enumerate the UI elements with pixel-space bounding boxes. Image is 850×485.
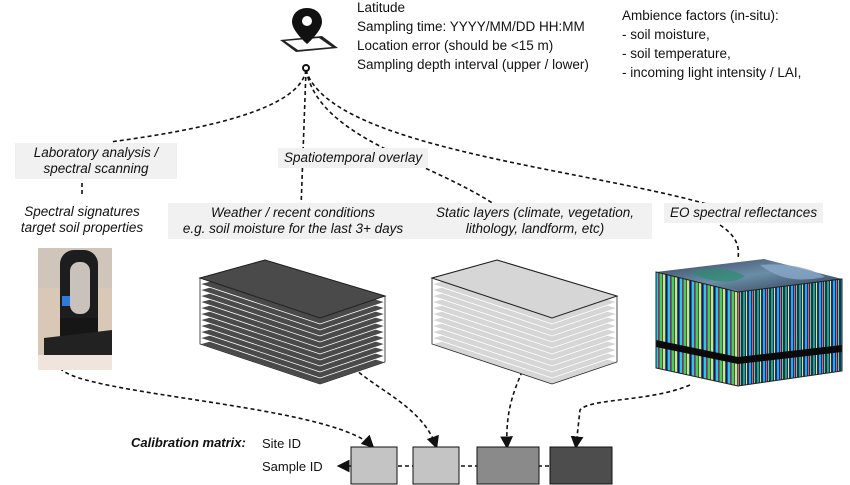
static-line2: lithology, landform, etc) <box>465 221 605 236</box>
info-location-error: Location error (should be <15 m) <box>357 38 554 53</box>
spectral-line2: target soil properties <box>20 220 144 235</box>
weather-line2: e.g. soil moisture for the last 3+ days <box>182 221 404 236</box>
lab-instrument-photo <box>38 248 112 370</box>
raster-stack-outline <box>431 259 618 385</box>
calibration-title: Calibration matrix: <box>131 435 246 450</box>
calibration-column-box <box>350 446 398 485</box>
location-pin-phone-icon <box>280 8 338 72</box>
weather-label: Weather / recent conditions e.g. soil mo… <box>168 203 418 239</box>
calibration-column-box <box>412 446 460 485</box>
eo-text: EO spectral reflectances <box>670 205 818 220</box>
calibration-matrix <box>350 446 613 485</box>
info-latitude: Latitude <box>357 0 406 15</box>
dark-raster-stack <box>198 259 387 385</box>
lab-analysis-label: Laboratory analysis / spectral scanning <box>15 143 177 179</box>
static-line1: Static layers (climate, vegetation, <box>435 205 635 220</box>
site-id-label: Site ID <box>262 436 302 451</box>
eo-label: EO spectral reflectances <box>664 203 824 223</box>
calibration-column-box <box>549 446 613 485</box>
spectral-line1: Spectral signatures <box>24 204 140 219</box>
weather-line1: Weather / recent conditions <box>210 205 376 220</box>
ambience-title: Ambience factors (in-situ): <box>622 8 779 23</box>
ambience-item: - incoming light intensity / LAI, <box>622 65 802 80</box>
lab-analysis-line1: Laboratory analysis / <box>33 145 159 160</box>
sampling-info: Latitude Sampling time: YYYY/MM/DD HH:MM… <box>357 0 589 74</box>
light-raster-stack <box>430 259 619 385</box>
ambience-item: - soil moisture, <box>622 27 710 42</box>
info-sampling-depth: Sampling depth interval (upper / lower) <box>357 57 589 72</box>
raster-stack-outline <box>199 259 386 385</box>
overlay-text: Spatiotemporal overlay <box>284 150 423 165</box>
connector-lines <box>59 69 740 473</box>
info-sampling-time: Sampling time: YYYY/MM/DD HH:MM <box>357 19 585 34</box>
calibration-column-box <box>476 446 540 485</box>
ambience-item: - soil temperature, <box>622 46 731 61</box>
static-layers-label: Static layers (climate, vegetation, lith… <box>418 203 652 239</box>
hyperspectral-cube <box>655 259 843 387</box>
lab-analysis-line2: spectral scanning <box>43 161 149 176</box>
spectral-signatures-label: Spectral signatures target soil properti… <box>8 204 156 236</box>
sample-id-label: Sample ID <box>262 459 323 474</box>
overlay-label: Spatiotemporal overlay <box>278 148 429 168</box>
ambience-factors: Ambience factors (in-situ): - soil moist… <box>622 6 801 82</box>
